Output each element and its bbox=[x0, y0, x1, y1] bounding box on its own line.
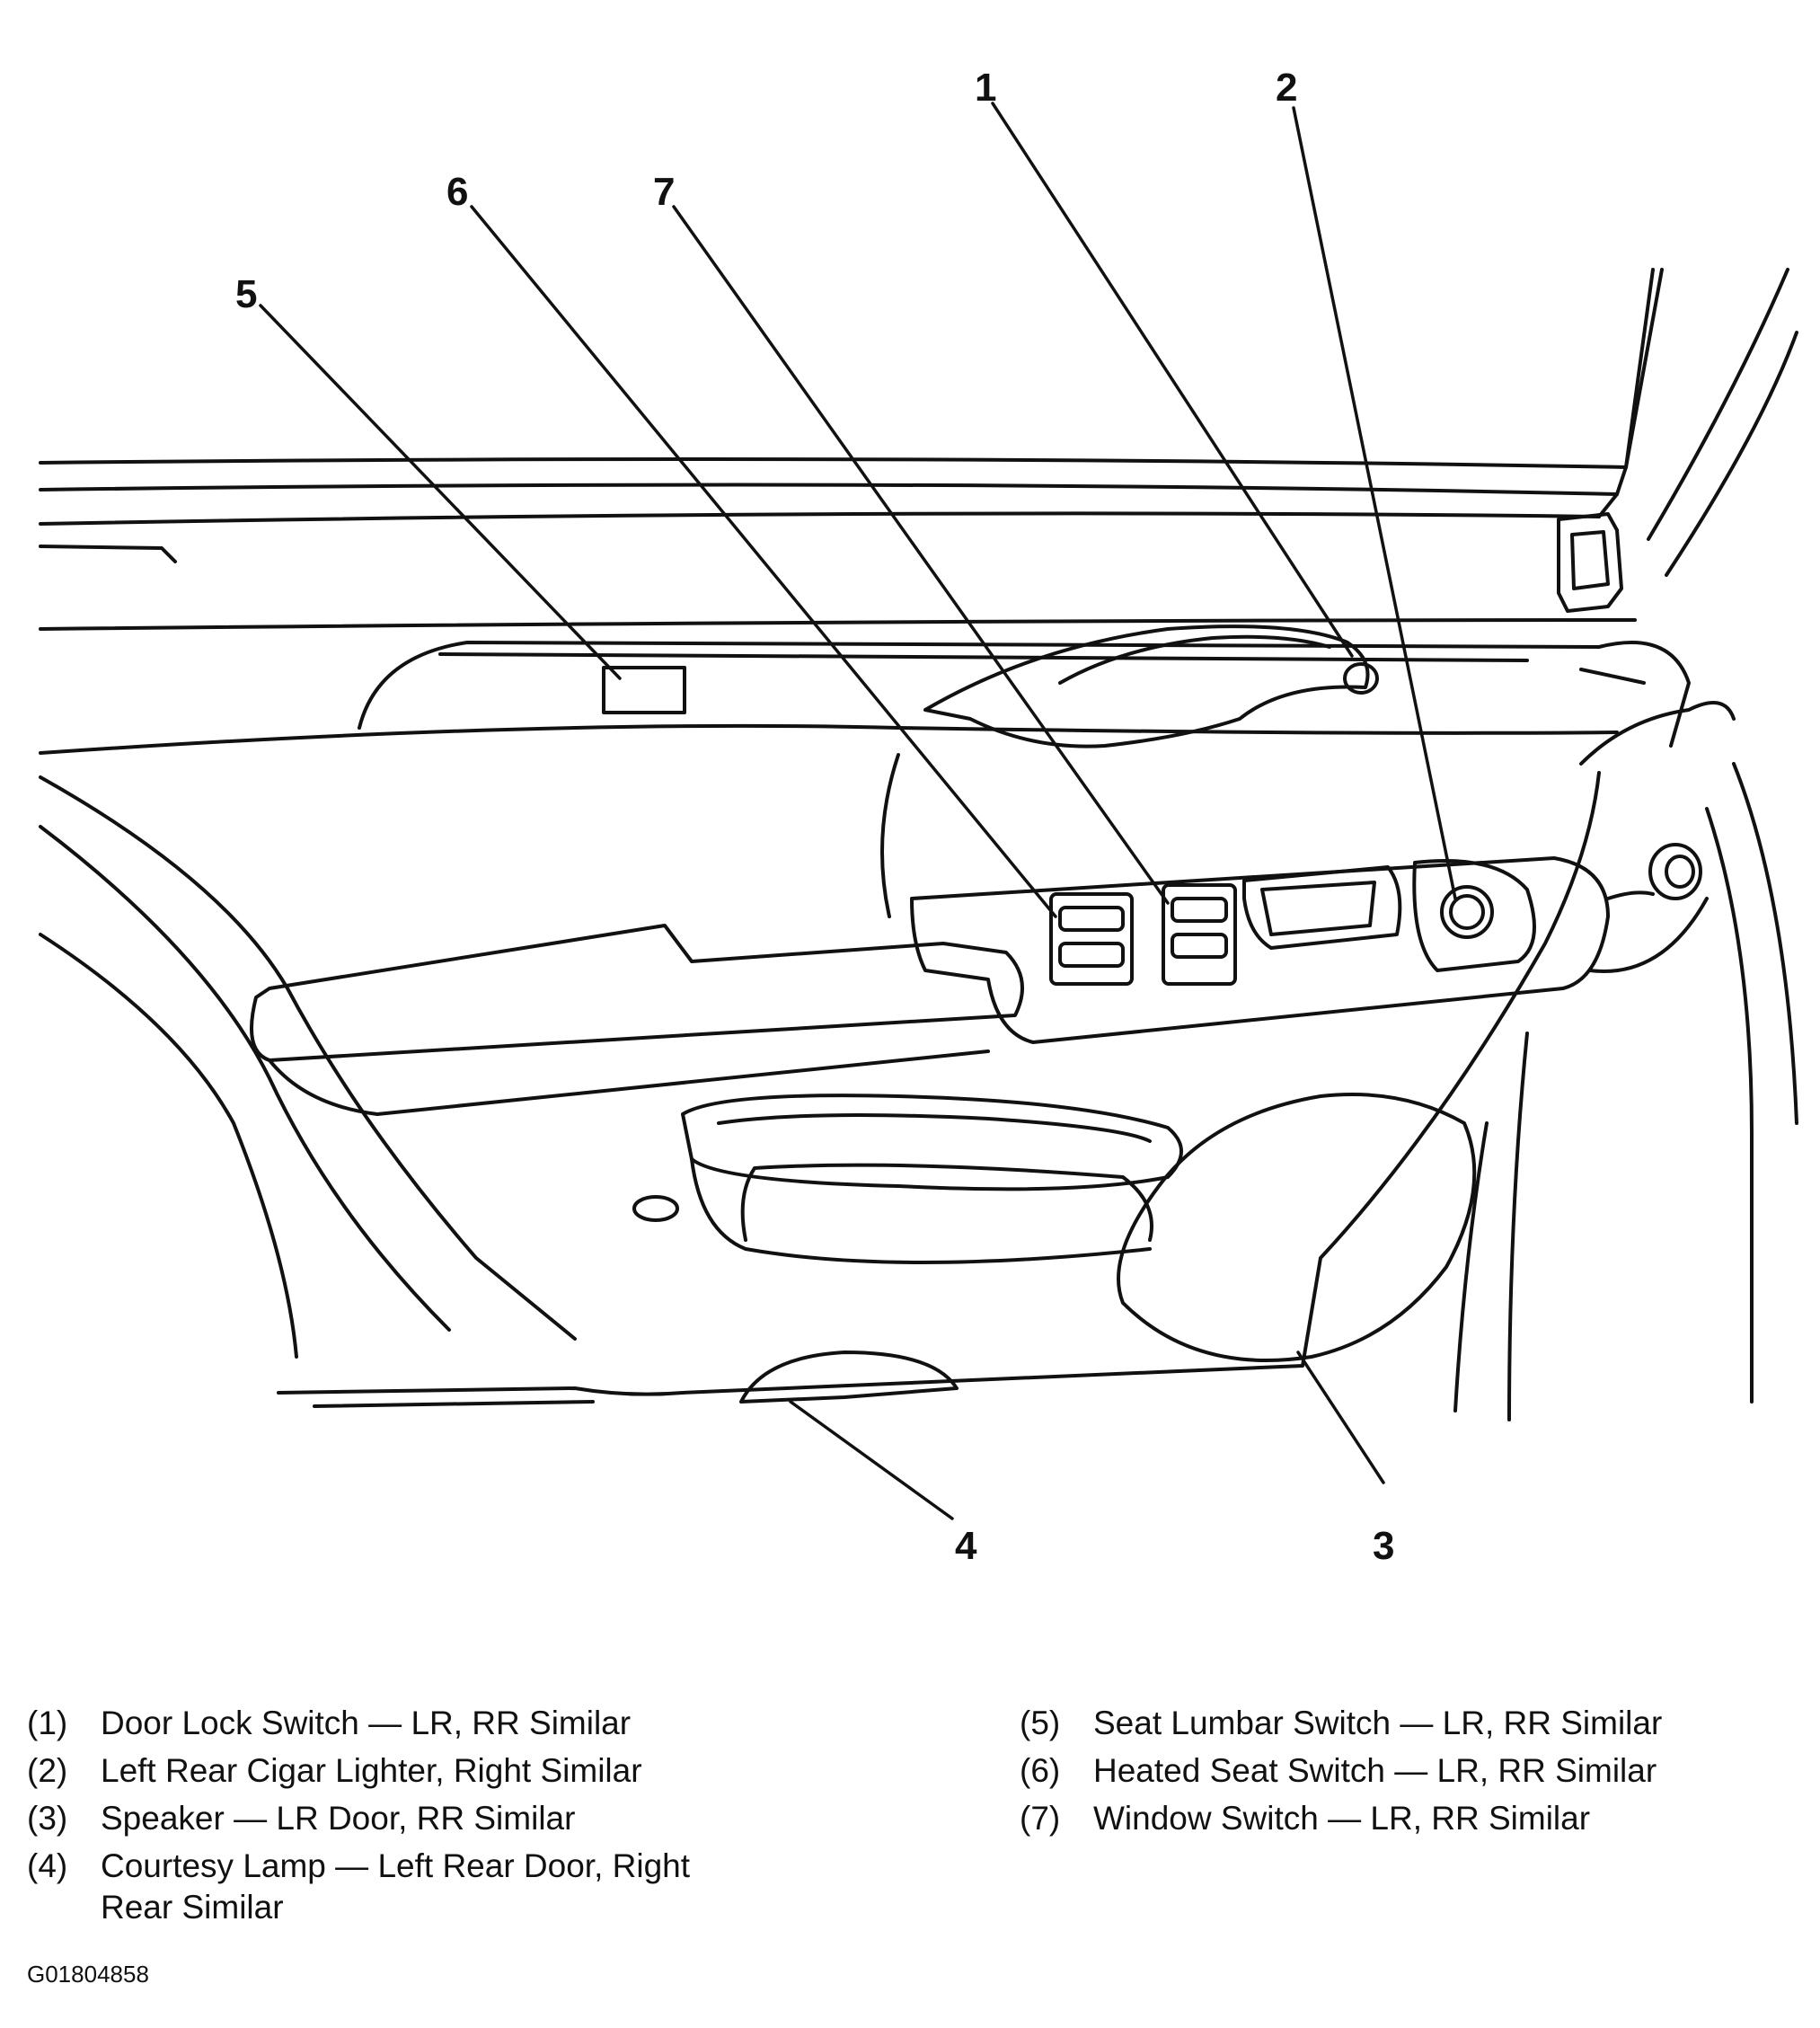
door-pin bbox=[632, 1195, 679, 1222]
legend-item: (6) Heated Seat Switch — LR, RR Similar bbox=[1020, 1750, 1792, 1792]
legend-column-left: (1) Door Lock Switch — LR, RR Similar (2… bbox=[27, 1703, 925, 1935]
legend-number: (3) bbox=[27, 1800, 68, 1837]
pull-handle bbox=[923, 624, 1379, 748]
window-switch bbox=[1162, 883, 1237, 986]
leader-1 bbox=[991, 102, 1354, 658]
speaker-grille bbox=[1117, 1093, 1477, 1362]
legend-number: (5) bbox=[1020, 1705, 1061, 1741]
armrest bbox=[250, 924, 1024, 1116]
callout-1: 1 bbox=[975, 66, 996, 110]
switch-bezel bbox=[910, 856, 1610, 1044]
callout-6: 6 bbox=[446, 170, 468, 214]
callout-2: 2 bbox=[1276, 66, 1297, 110]
figure-id: G01804858 bbox=[27, 1961, 149, 1988]
legend-item: (4) Courtesy Lamp — Left Rear Door, Righ… bbox=[27, 1846, 764, 1928]
legend-text: Heated Seat Switch — LR, RR Similar bbox=[1093, 1752, 1657, 1789]
leader-7 bbox=[672, 205, 1170, 905]
legend-text: Speaker — LR Door, RR Similar bbox=[101, 1800, 576, 1837]
legend-number: (6) bbox=[1020, 1752, 1061, 1789]
legend-text: Seat Lumbar Switch — LR, RR Similar bbox=[1093, 1705, 1663, 1741]
leader-lines bbox=[259, 102, 1457, 1520]
leader-6 bbox=[470, 205, 1057, 918]
legend-number: (2) bbox=[27, 1752, 68, 1789]
body-pillar bbox=[1453, 762, 1798, 1421]
callout-5: 5 bbox=[235, 272, 257, 316]
legend-number: (4) bbox=[27, 1847, 68, 1884]
leader-2 bbox=[1292, 106, 1457, 900]
leader-4 bbox=[789, 1400, 954, 1520]
map-pocket bbox=[681, 1094, 1183, 1264]
seat-lumbar-switch bbox=[602, 666, 686, 714]
legend-column-right: (5) Seat Lumbar Switch — LR, RR Similar … bbox=[1020, 1703, 1792, 1846]
courtesy-lamp bbox=[739, 1351, 959, 1404]
legend-text: Left Rear Cigar Lighter, Right Similar bbox=[101, 1752, 642, 1789]
callout-3: 3 bbox=[1373, 1524, 1394, 1568]
cigar-lighter bbox=[1412, 859, 1536, 972]
legend-item: (7) Window Switch — LR, RR Similar bbox=[1020, 1798, 1792, 1839]
legend-item: (2) Left Rear Cigar Lighter, Right Simil… bbox=[27, 1750, 925, 1792]
callout-4: 4 bbox=[955, 1524, 977, 1568]
window-frame bbox=[39, 268, 1798, 577]
legend-item: (1) Door Lock Switch — LR, RR Similar bbox=[27, 1703, 925, 1744]
legend-text: Window Switch — LR, RR Similar bbox=[1093, 1800, 1591, 1837]
leader-3 bbox=[1296, 1351, 1385, 1484]
heated-seat-switch bbox=[1049, 892, 1134, 986]
legend-item: (3) Speaker — LR Door, RR Similar bbox=[27, 1798, 925, 1839]
legend-text: Door Lock Switch — LR, RR Similar bbox=[101, 1705, 632, 1741]
inner-door-handle bbox=[1557, 512, 1623, 613]
legend-number: (1) bbox=[27, 1705, 68, 1741]
legend-number: (7) bbox=[1020, 1800, 1061, 1837]
leader-5 bbox=[259, 304, 622, 680]
callout-7: 7 bbox=[653, 170, 675, 214]
legend-item: (5) Seat Lumbar Switch — LR, RR Similar bbox=[1020, 1703, 1792, 1744]
door-panel-diagram: 1 2 3 4 5 6 7 bbox=[39, 66, 1798, 1568]
legend-text: Courtesy Lamp — Left Rear Door, Right Re… bbox=[101, 1847, 691, 1926]
door-lock-switch bbox=[1606, 843, 1702, 900]
upper-trim bbox=[39, 618, 1691, 755]
door-outline bbox=[39, 701, 1736, 1408]
